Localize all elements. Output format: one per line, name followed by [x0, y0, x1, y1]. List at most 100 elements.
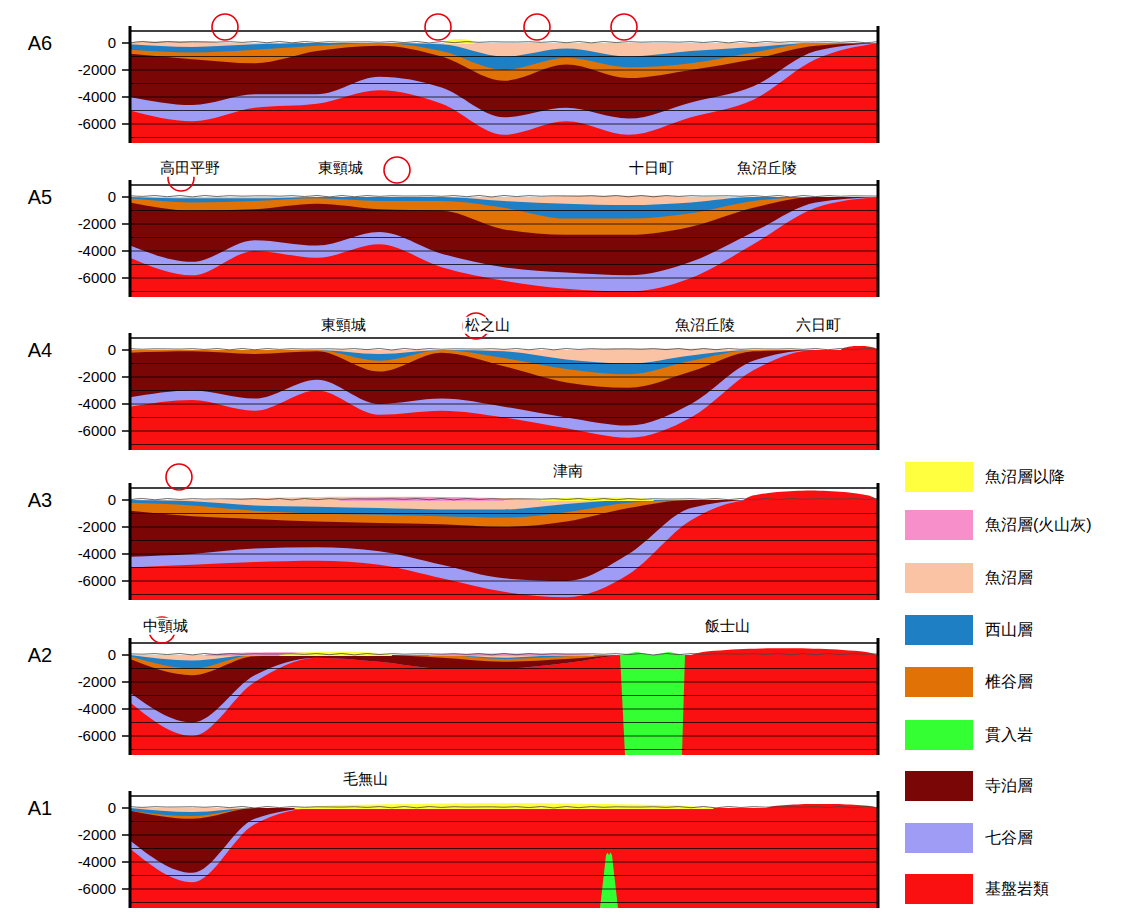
- depth-tick-label: -2000: [78, 369, 116, 386]
- stratum-fill: [130, 197, 878, 292]
- depth-gridline: [130, 291, 878, 292]
- depth-tick-label: -2000: [78, 827, 116, 844]
- depth-gridline: [130, 444, 878, 445]
- axis-tick: [122, 654, 130, 656]
- panel-name: A5: [28, 186, 52, 208]
- highlight-circle: [425, 14, 451, 40]
- panel-name: A6: [28, 32, 52, 54]
- depth-gridline: [130, 695, 878, 696]
- depth-gridline: [130, 56, 878, 57]
- depth-tick-label: -4000: [78, 89, 116, 106]
- depth-gridline: [130, 278, 878, 279]
- stratum-fill: [130, 808, 878, 816]
- legend-label: 七谷層: [985, 828, 1033, 849]
- depth-gridline: [130, 237, 878, 238]
- basement-fill: [130, 655, 878, 755]
- stratum-fill: [130, 655, 878, 723]
- basement-fill: [130, 500, 878, 600]
- legend-label: 魚沼層(火山灰): [985, 515, 1092, 536]
- depth-tick-label: -4000: [78, 396, 116, 413]
- depth-tick-label: 0: [108, 800, 116, 817]
- cross-section-panel: [122, 638, 878, 755]
- depth-tick-label: -6000: [78, 881, 116, 898]
- place-name: 魚沼丘陵: [735, 160, 799, 177]
- cross-section-panel: [122, 483, 878, 600]
- depth-tick-label: 0: [108, 342, 116, 359]
- depth-gridline: [130, 431, 878, 432]
- stratum-fill: [130, 350, 878, 388]
- legend-swatch: [905, 720, 973, 750]
- legend-swatch: [905, 771, 973, 801]
- axis-tick: [122, 735, 130, 737]
- depth-gridline: [130, 110, 878, 111]
- depth-gridline: [130, 251, 878, 252]
- axis-tick: [122, 681, 130, 683]
- stratum-fill: [130, 655, 878, 675]
- depth-gridline: [130, 404, 878, 405]
- basement-fill: [130, 43, 878, 143]
- depth-tick-label: 0: [108, 492, 116, 509]
- stratum-fill: [130, 808, 878, 819]
- stratum-fill: [130, 500, 878, 597]
- place-name: 津南: [551, 463, 585, 480]
- depth-tick-label: 0: [108, 35, 116, 52]
- depth-gridline: [130, 224, 878, 225]
- axis-tick: [122, 580, 130, 582]
- depth-tick-label: -2000: [78, 216, 116, 233]
- depth-gridline: [130, 902, 878, 903]
- axis-tick: [122, 250, 130, 252]
- cross-section-panel: [122, 180, 878, 297]
- legend-swatch: [905, 874, 973, 904]
- frame-side: [877, 638, 880, 755]
- depth-tick-label: 0: [108, 189, 116, 206]
- axis-tick: [122, 553, 130, 555]
- surface-deposit: [691, 648, 878, 656]
- depth-tick-label: 0: [108, 647, 116, 664]
- depth-gridline: [130, 124, 878, 125]
- frame-line: [130, 642, 878, 644]
- axis-tick: [122, 196, 130, 198]
- stratum-fill: [130, 655, 878, 736]
- frame-side: [877, 180, 880, 297]
- intrusion-body: [620, 652, 685, 755]
- legend-label: 魚沼層: [985, 568, 1033, 589]
- panel-name: A2: [28, 644, 52, 666]
- surface-deposit: [743, 491, 878, 501]
- depth-gridline: [130, 137, 878, 138]
- legend-swatch: [905, 615, 973, 645]
- legend-swatch: [905, 563, 973, 593]
- basement-fill: [130, 197, 878, 297]
- frame-line: [130, 487, 878, 489]
- depth-gridline: [130, 210, 878, 211]
- place-name: 十日町: [627, 160, 676, 177]
- stratum-fill: [130, 350, 878, 364]
- depth-gridline: [130, 835, 878, 836]
- depth-tick-label: -4000: [78, 243, 116, 260]
- stratum-fill: [130, 43, 878, 81]
- legend-label: 椎谷層: [985, 672, 1033, 693]
- stratum-fill: [130, 808, 878, 873]
- depth-tick-label: -4000: [78, 701, 116, 718]
- stratum-fill: [130, 197, 878, 205]
- legend-label: 魚沼層以降: [985, 467, 1065, 488]
- cross-section-panel: [122, 791, 878, 908]
- legend-label: 寺泊層: [985, 776, 1033, 797]
- legend-swatch: [905, 510, 973, 540]
- axis-tick: [122, 834, 130, 836]
- depth-gridline: [130, 821, 878, 822]
- depth-gridline: [130, 554, 878, 555]
- axis-tick: [122, 430, 130, 432]
- place-name: 東頸城: [316, 160, 365, 177]
- depth-gridline: [130, 594, 878, 595]
- depth-tick-label: -2000: [78, 62, 116, 79]
- legend-swatch: [905, 667, 973, 697]
- place-name: 魚沼丘陵: [673, 317, 737, 334]
- place-name: 東頸城: [319, 317, 368, 334]
- depth-gridline: [130, 513, 878, 514]
- frame-side: [877, 483, 880, 600]
- place-name: 中頸城: [141, 618, 190, 635]
- place-name: 松之山: [463, 317, 512, 334]
- axis-tick: [122, 123, 130, 125]
